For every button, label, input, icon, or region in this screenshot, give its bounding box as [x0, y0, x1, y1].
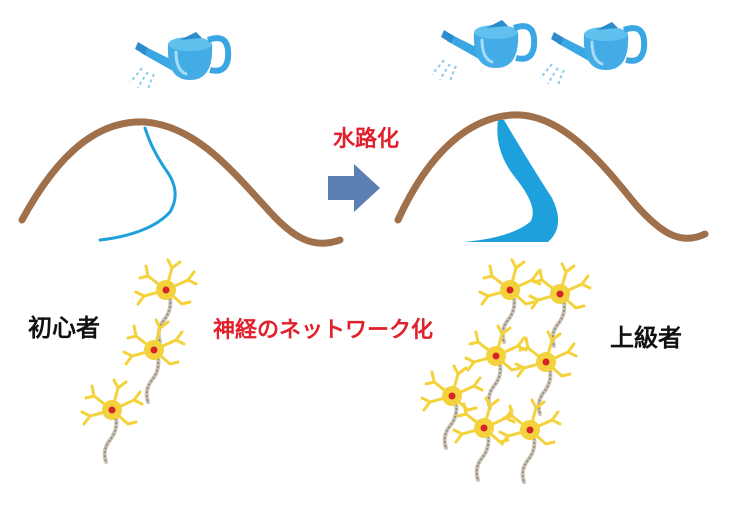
water-stream-thin — [98, 126, 177, 242]
label-advanced: 上級者 — [610, 324, 682, 352]
label-neural-network: 神経のネットワーク化 — [213, 318, 434, 343]
water-channel-thick — [464, 120, 559, 242]
right-arrow-icon — [328, 164, 380, 212]
watering-can-icon-right — [539, 22, 644, 87]
watering-can-icon-left — [129, 32, 228, 91]
label-beginner: 初心者 — [28, 314, 100, 342]
label-channelization: 水路化 — [333, 127, 400, 152]
hill-right — [394, 111, 709, 242]
watering-can-icon-middle — [431, 20, 534, 83]
neuron-cluster-dense — [420, 258, 592, 484]
neuron-cluster-sparse — [80, 258, 198, 464]
hill-left — [18, 118, 344, 247]
